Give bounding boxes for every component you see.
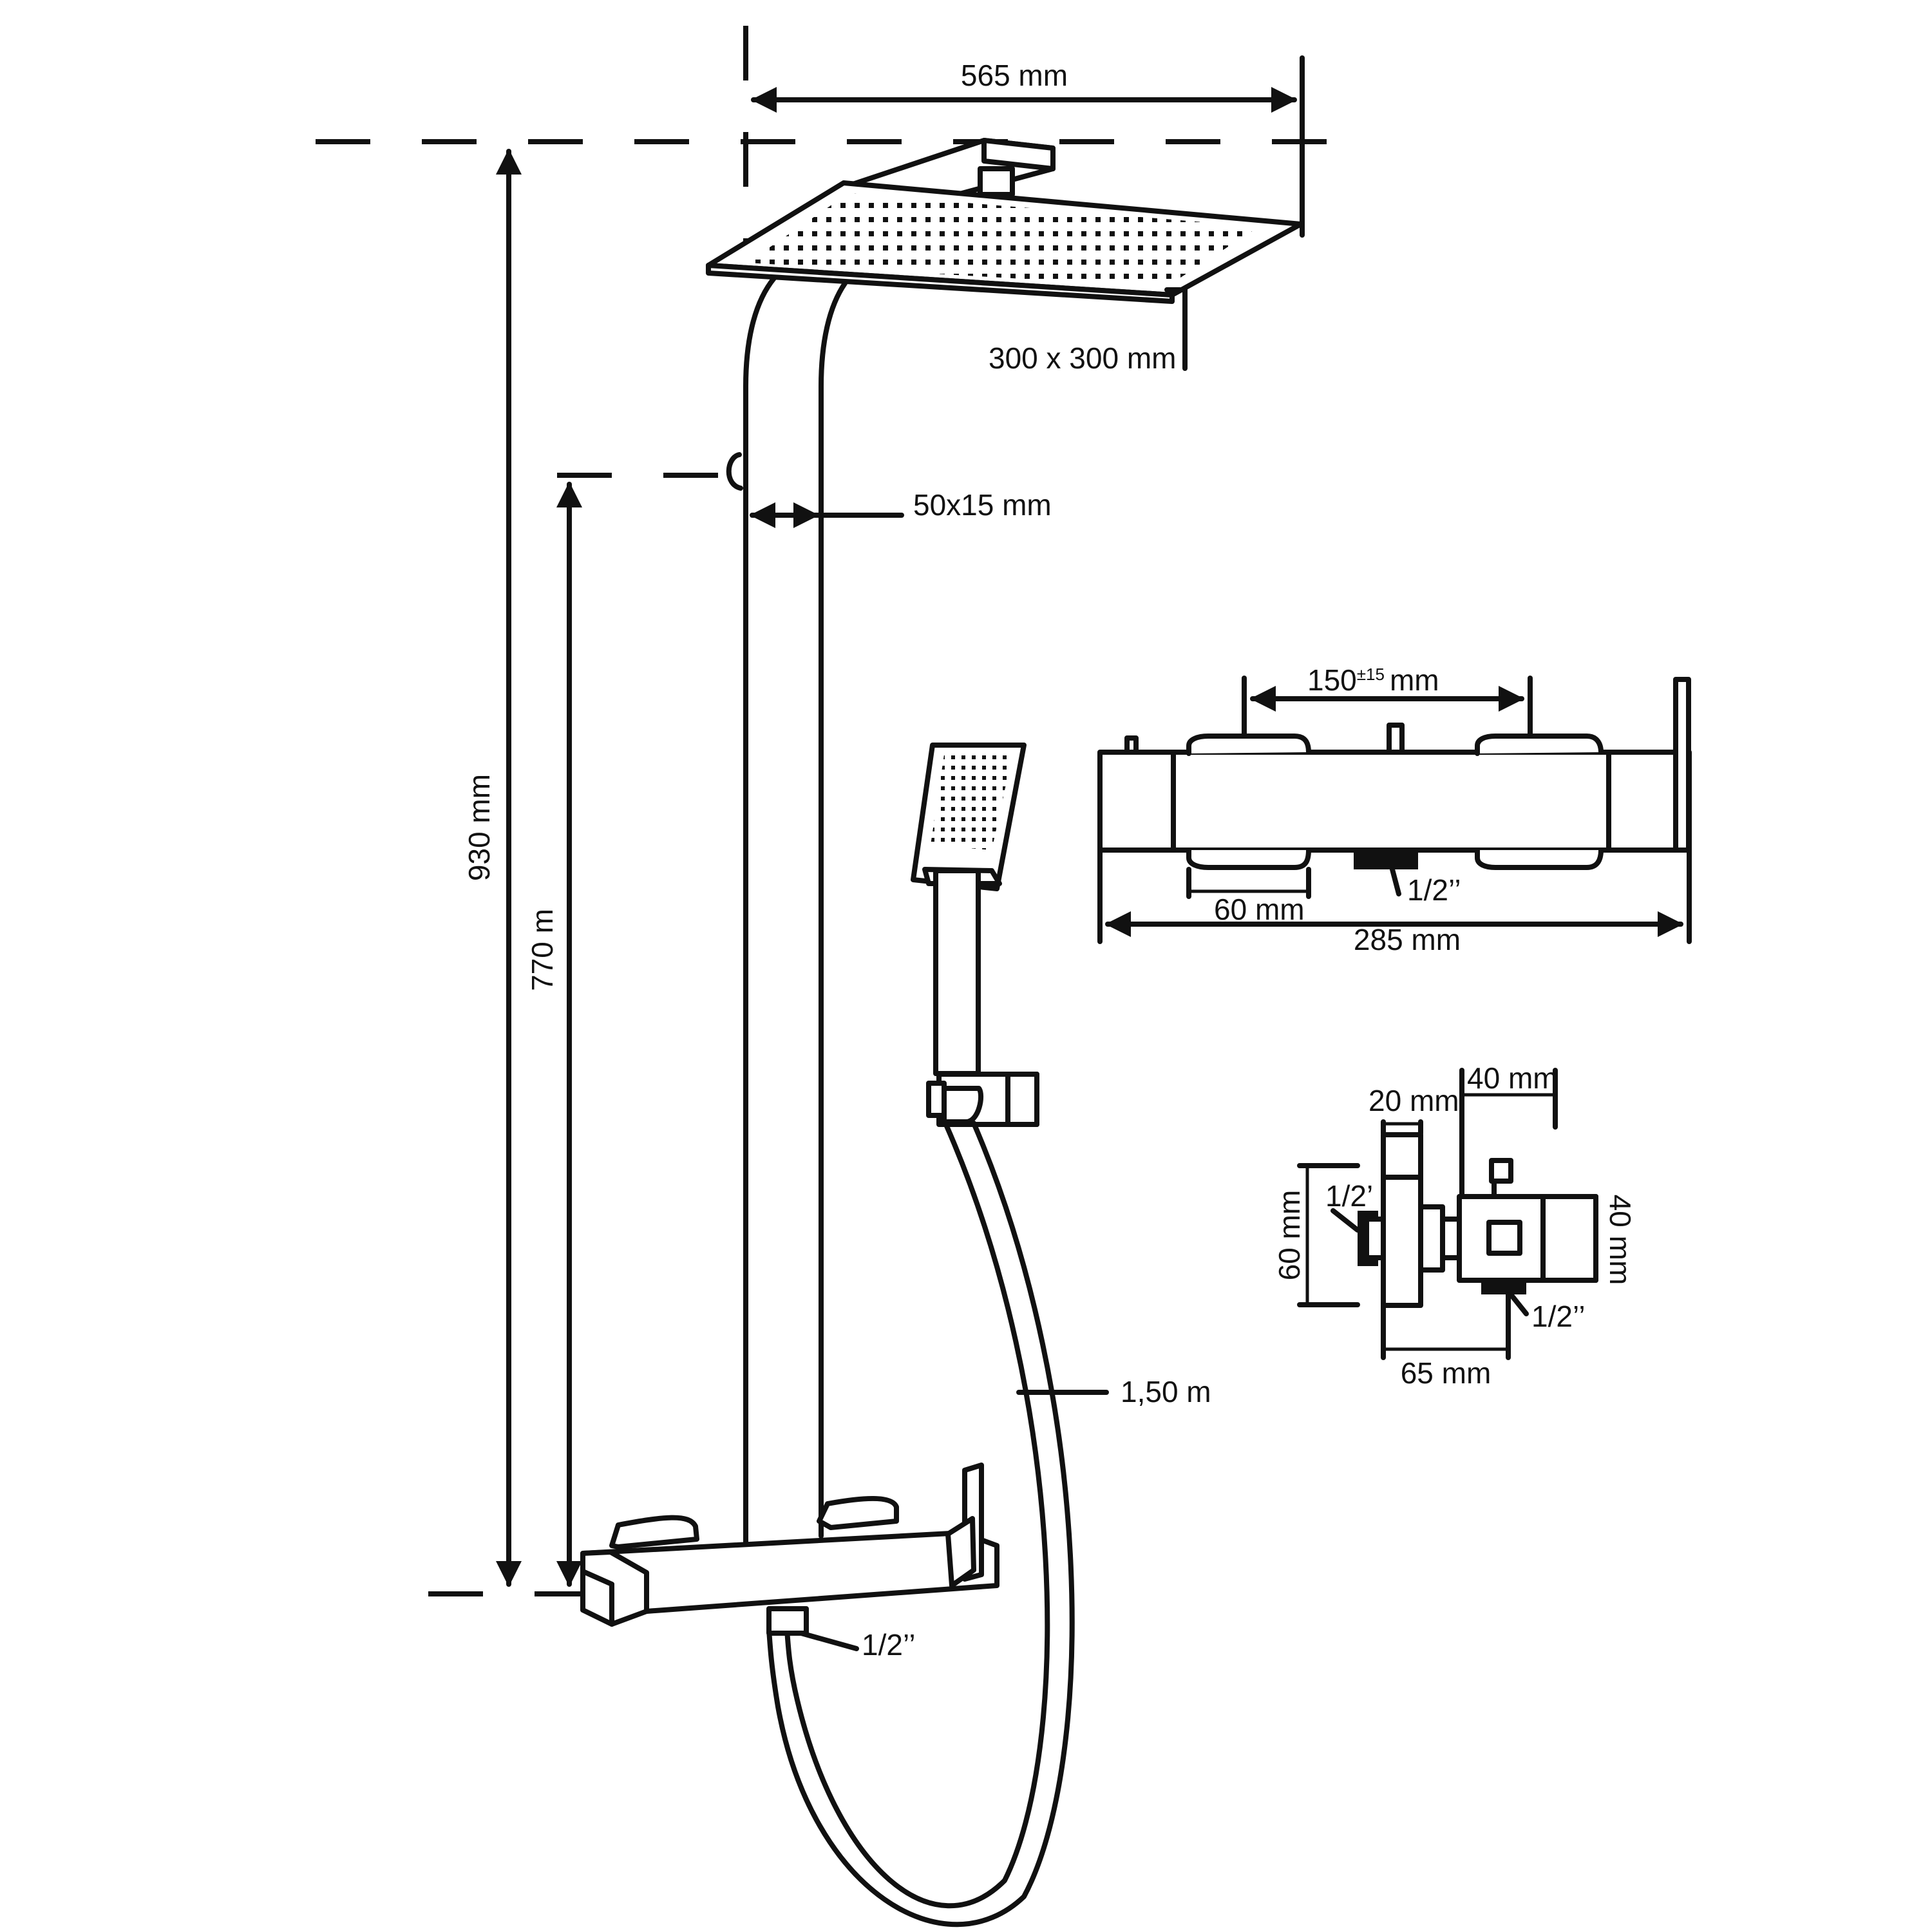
shower-hose: 1,50 m — [766, 1121, 1211, 1927]
side-inlet-bottom-label: 1/2’’ — [1531, 1300, 1586, 1333]
hand-shower-nozzles — [931, 755, 1012, 850]
bar-height-dimension: 770 m — [526, 482, 582, 1587]
hand-shower — [911, 743, 1039, 1127]
shower-head-nozzles — [747, 193, 1259, 287]
head-size-label: 300 x 300 mm — [989, 341, 1176, 375]
total-height-label: 930 mm — [462, 774, 496, 881]
side-depth-top-label: 20 mm — [1368, 1084, 1459, 1117]
mixer-inlet-label: 1/2’’ — [862, 1628, 916, 1662]
side-height-left-label: 60 mm — [1273, 1190, 1306, 1281]
mixer-top-view: 1/2’’ 150±15 mm 60 mm 285 mm — [1097, 663, 1692, 956]
overall-width-label: 565 mm — [961, 59, 1068, 92]
side-depth-bottom-label: 65 mm — [1401, 1356, 1492, 1390]
hose-length-label: 1,50 m — [1121, 1375, 1211, 1408]
pipe-section-label: 50x15 mm — [913, 488, 1052, 522]
overall-width-dimension: 565 mm — [751, 55, 1305, 238]
handle-width-label: 60 mm — [1214, 893, 1305, 926]
thermostatic-mixer: 1/2’’ — [580, 1463, 999, 1662]
rain-shower-head: 300 x 300 mm — [706, 138, 1303, 375]
mixer-spacing-unit: mm — [1390, 663, 1439, 697]
side-width-top-label: 40 mm — [1467, 1061, 1558, 1095]
top-view-inlet-label: 1/2’’ — [1407, 873, 1461, 907]
mixer-spacing-tolerance: ±15 — [1357, 665, 1385, 684]
side-inlet-left-label: 1/2’ — [1325, 1179, 1373, 1213]
mixer-spacing-value: 150 — [1307, 663, 1357, 697]
side-height-right-label: 40 mm — [1604, 1195, 1637, 1285]
riser-pipe: 50x15 mm — [726, 276, 1052, 1547]
mixer-spacing-label: 150±15 mm — [1307, 663, 1439, 697]
mixer-length-label: 285 mm — [1354, 923, 1461, 956]
mixer-side-view: 1/2’’ 1/2’ 20 mm 40 mm 60 mm 40 mm 65 mm — [1273, 1061, 1637, 1390]
bar-height-label: 770 m — [526, 909, 559, 991]
total-height-dimension: 930 mm — [462, 149, 522, 1587]
